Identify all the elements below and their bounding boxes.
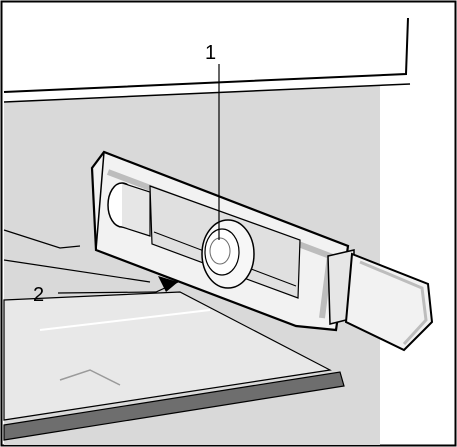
shelf-rear-line <box>3 259 151 283</box>
shelf-reflection <box>59 369 121 386</box>
pointer-notch <box>158 276 178 292</box>
pull-tab-icon[interactable] <box>327 249 434 352</box>
callout-1: 1 <box>205 42 217 64</box>
ceiling-edge-line <box>3 17 409 93</box>
shelf-front-trim <box>3 371 345 441</box>
shelf-highlight <box>39 309 211 331</box>
dial-icon[interactable] <box>201 219 255 289</box>
callout-2: 2 <box>33 284 45 306</box>
side-wall-line <box>3 229 81 249</box>
ceiling-lower-line <box>3 83 411 103</box>
